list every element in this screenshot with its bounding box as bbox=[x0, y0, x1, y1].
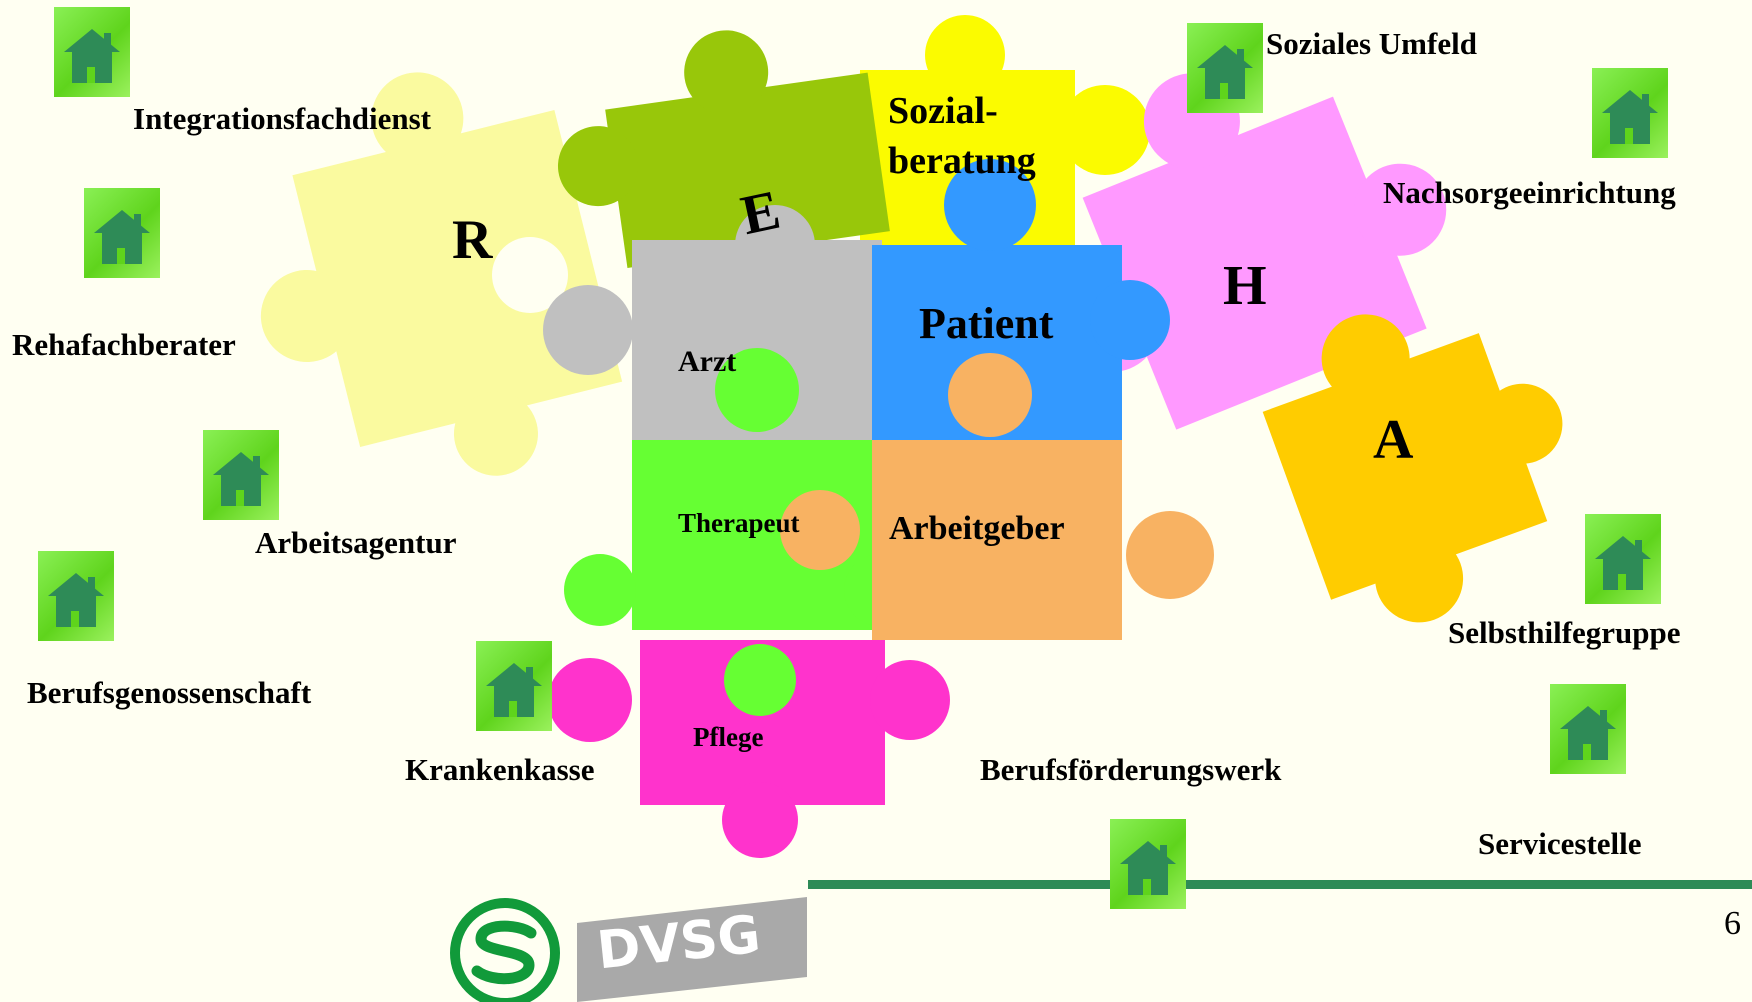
house-icon bbox=[1592, 68, 1668, 158]
house-icon bbox=[1110, 819, 1186, 909]
label-arbeitsagentur: Arbeitsagentur bbox=[255, 525, 457, 560]
label-sozialberatung-1: Sozial- bbox=[888, 90, 998, 132]
label-arzt: Arzt bbox=[678, 345, 737, 378]
puzzle-piece-arzt bbox=[543, 205, 882, 440]
label-therapeut: Therapeut bbox=[678, 508, 800, 538]
label-krankenkasse: Krankenkasse bbox=[405, 752, 595, 787]
label-berufsfoerderungswerk: Berufsförderungswerk bbox=[980, 752, 1282, 787]
label-berufsgenossenschaft: Berufsgenossenschaft bbox=[27, 675, 312, 710]
label-pflege: Pflege bbox=[693, 722, 764, 752]
dvsg-logo: DVSG bbox=[447, 895, 817, 1002]
house-icon bbox=[1187, 23, 1263, 113]
puzzle-piece-r bbox=[260, 72, 623, 476]
house-icon bbox=[203, 430, 279, 520]
letter-r: R bbox=[452, 209, 493, 271]
label-selbsthilfegruppe: Selbsthilfegruppe bbox=[1448, 615, 1681, 650]
label-nachsorgeeinrichtung: Nachsorgeeinrichtung bbox=[1383, 175, 1676, 210]
letter-h: H bbox=[1223, 255, 1267, 317]
house-icon bbox=[38, 551, 114, 641]
footer-rule bbox=[808, 880, 1752, 889]
puzzle-piece-pflege bbox=[548, 640, 950, 858]
label-servicestelle: Servicestelle bbox=[1478, 826, 1642, 861]
puzzle-piece-arbeitgeber bbox=[780, 353, 1214, 640]
house-icon bbox=[1550, 684, 1626, 774]
puzzle-piece-a bbox=[1262, 314, 1563, 623]
house-icon bbox=[1585, 514, 1661, 604]
label-integrationsfachdienst: Integrationsfachdienst bbox=[133, 101, 431, 136]
page-number: 6 bbox=[1724, 905, 1741, 942]
house-icon bbox=[84, 188, 160, 278]
label-sozialberatung-2: beratung bbox=[888, 140, 1036, 182]
label-arbeitgeber: Arbeitgeber bbox=[889, 510, 1065, 547]
puzzle-hole-r bbox=[492, 237, 568, 313]
label-soziales-umfeld: Soziales Umfeld bbox=[1266, 26, 1477, 61]
label-rehafachberater: Rehafachberater bbox=[12, 327, 236, 362]
house-icon bbox=[476, 641, 552, 731]
house-icon bbox=[54, 7, 130, 97]
label-patient: Patient bbox=[919, 299, 1054, 348]
letter-a: A bbox=[1373, 409, 1414, 471]
